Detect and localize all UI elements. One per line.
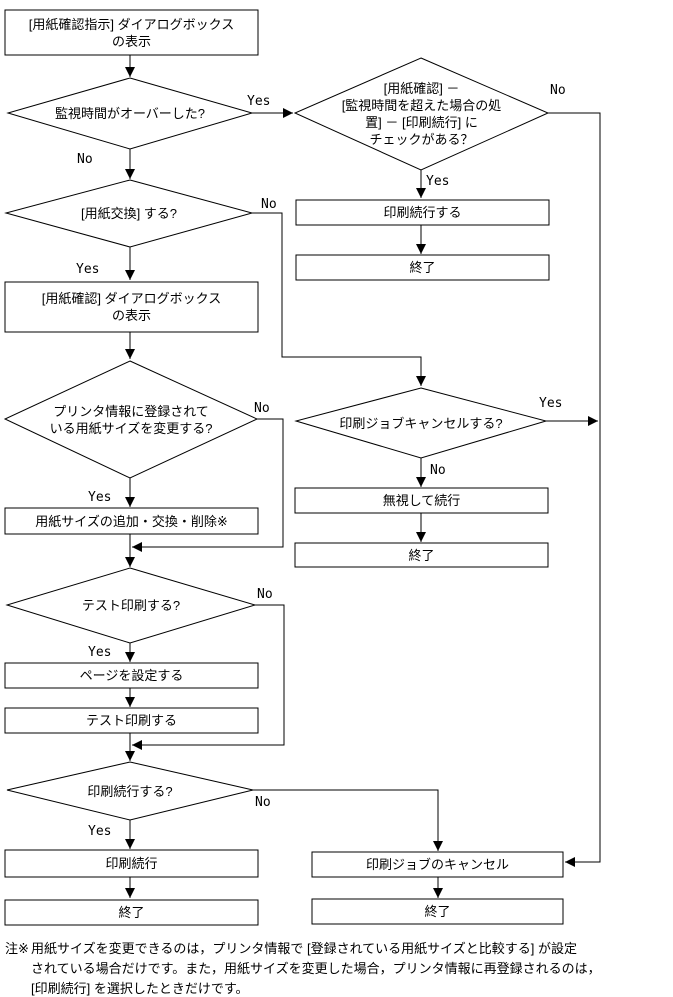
process-paper-confirm-dialog-shape	[4, 281, 259, 333]
process-paper-confirm-instruction-shape	[4, 9, 259, 56]
process-set-page-label: ページを設定する	[79, 668, 184, 683]
edge-label-monitor-no: No	[77, 152, 93, 167]
terminal-end-bottom-right-label: 終了	[424, 904, 451, 919]
decision-change-paper-size-shape	[3, 360, 259, 479]
terminal-end-mid-right-label: 終了	[408, 547, 435, 563]
flow-shapes	[3, 9, 564, 926]
decision-cancel-job-shape	[294, 387, 548, 459]
process-do-test-print-shape	[4, 707, 259, 734]
terminal-end-top-right-shape	[295, 254, 550, 281]
process-cancel-print-job-label: 印刷ジョブのキャンセル	[365, 857, 509, 872]
edge-label-continueq-no: No	[255, 795, 271, 810]
decision-continue-check-shape	[293, 57, 550, 171]
decision-monitor-time-shape	[6, 77, 254, 150]
edge-label-testq-no: No	[257, 587, 273, 602]
decision-paper-exchange-label: [用紙交換] する?	[80, 206, 178, 221]
edge-label-checkq-yes: Yes	[426, 174, 450, 189]
footnote-text: 用紙サイズを変更できるのは，プリンタ情報で [登録されている用紙サイズと比較する…	[31, 941, 601, 996]
process-ignore-continue-shape	[294, 487, 549, 514]
edge-label-sizechange-no: No	[254, 401, 270, 416]
edge-label-sizechange-yes: Yes	[88, 490, 112, 505]
edge-sizechange-no	[132, 418, 284, 552]
edge-label-canceljob-no: No	[430, 463, 446, 478]
decision-continue-check-label: [用紙確認] － [監視時間を超えた場合の処 置] － [印刷続行] に チェッ…	[341, 81, 502, 147]
edge-label-checkq-no: No	[550, 83, 566, 98]
flow-connectors	[125, 55, 601, 898]
decision-test-print-label: テスト印刷する?	[81, 598, 181, 613]
terminal-end-bottom-left-label: 終了	[118, 905, 145, 920]
process-continue-print-shape	[4, 849, 259, 878]
edge-label-continueq-yes: Yes	[88, 824, 112, 839]
process-continue-print-label: 印刷続行	[105, 856, 158, 871]
terminal-end-bottom-left-shape	[4, 899, 259, 926]
decision-cancel-job-label: 印刷ジョブキャンセルする?	[339, 415, 503, 431]
decision-paper-exchange-shape	[4, 179, 254, 248]
process-edit-paper-size-shape	[4, 507, 259, 535]
terminal-end-top-right-label: 終了	[409, 260, 436, 275]
edge-testq-no	[132, 604, 285, 750]
terminal-end-mid-right-shape	[294, 542, 549, 568]
process-paper-confirm-instruction-label: [用紙確認指示] ダイアログボックス の表示	[28, 16, 235, 49]
decision-test-print-shape	[5, 567, 257, 644]
edge-continueq-no	[253, 789, 443, 851]
process-paper-confirm-dialog-label: [用紙確認] ダイアログボックス の表示	[41, 291, 222, 323]
edge-checkq-no	[548, 112, 601, 867]
decision-change-paper-size-label: プリンタ情報に登録されて いる用紙サイズを変更する?	[49, 403, 213, 436]
process-do-continue-print-label: 印刷続行する	[383, 205, 462, 220]
process-cancel-print-job-shape	[311, 851, 564, 878]
decision-continue-print-shape	[6, 761, 254, 821]
decision-continue-print-label: 印刷続行する?	[87, 783, 173, 799]
process-ignore-continue-label: 無視して続行	[382, 493, 461, 508]
edge-label-monitor-yes: Yes	[247, 94, 271, 109]
process-do-test-print-label: テスト印刷する	[85, 713, 177, 728]
edge-exchange-no	[252, 212, 426, 386]
decision-monitor-time-label: 監視時間がオーバーした?	[54, 106, 206, 121]
edge-label-exchange-yes: Yes	[76, 262, 100, 277]
process-set-page-shape	[4, 662, 259, 689]
process-do-continue-print-shape	[295, 199, 550, 226]
process-edit-paper-size-label: 用紙サイズの追加・交換・削除※	[35, 513, 228, 529]
edge-label-canceljob-yes: Yes	[539, 396, 563, 411]
edge-label-exchange-no: No	[261, 197, 277, 212]
terminal-end-bottom-right-shape	[311, 898, 564, 925]
edge-label-testq-yes: Yes	[88, 645, 112, 660]
footnote-marker: 注※	[5, 941, 29, 956]
